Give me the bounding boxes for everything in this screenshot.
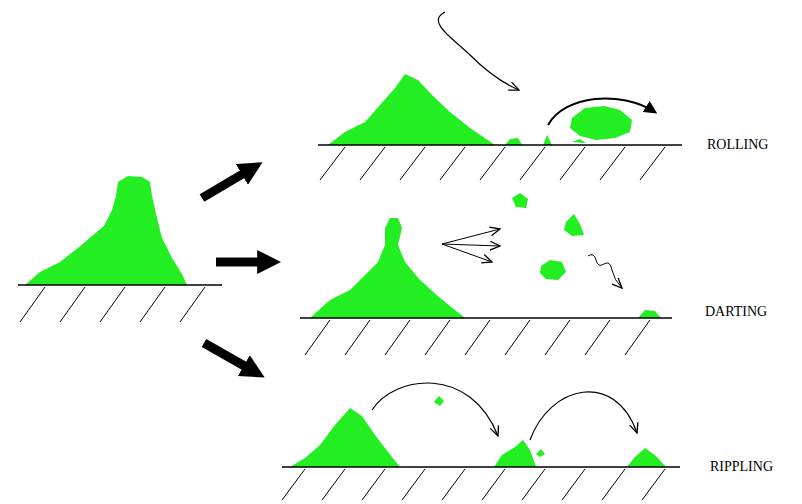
branch-arrow	[202, 172, 246, 198]
ground-hatch	[320, 147, 665, 180]
branch-arrow	[216, 258, 262, 267]
darting-scene	[300, 193, 672, 355]
ground-line	[282, 466, 680, 468]
ground-hatch	[20, 287, 205, 322]
sediment-fragment	[505, 138, 522, 145]
sediment-fragment	[536, 449, 545, 457]
sediment-fragment	[512, 193, 528, 208]
mode-label: RIPPLING	[710, 460, 773, 474]
rolling-scene	[318, 12, 682, 180]
sediment-fragment	[638, 310, 661, 318]
motion-arrow	[438, 12, 519, 90]
ground-line	[18, 284, 222, 286]
motion-arrow	[372, 383, 498, 436]
sediment-pile	[290, 408, 400, 467]
sediment-fragment	[540, 260, 566, 280]
sediment-fragment	[543, 135, 552, 145]
ground-hatch	[282, 469, 665, 500]
motion-arrow	[442, 244, 500, 246]
motion-arrow	[442, 229, 500, 244]
sediment-fragment	[434, 396, 444, 406]
ground-line	[318, 144, 682, 146]
branch-arrows	[202, 172, 262, 368]
motion-arrow	[442, 244, 492, 262]
ground-hatch	[305, 320, 650, 355]
ripple-mound	[627, 448, 666, 467]
rolling-clump	[570, 106, 632, 140]
motion-arrow	[530, 392, 637, 440]
branch-arrow	[204, 343, 248, 368]
sediment-pile	[310, 218, 465, 318]
rolling-arrow	[548, 98, 655, 125]
ripple-mound	[494, 440, 536, 467]
mode-label: DARTING	[705, 305, 767, 319]
rippling-scene	[282, 383, 680, 500]
mode-label: ROLLING	[707, 138, 768, 152]
sediment-pile	[25, 176, 187, 285]
ground-line	[300, 317, 672, 319]
original-pile	[18, 176, 222, 322]
sediment-fragment	[564, 214, 584, 236]
sediment-pile	[328, 74, 495, 145]
motion-arrow	[588, 255, 622, 288]
sediment-fragment	[572, 139, 586, 143]
